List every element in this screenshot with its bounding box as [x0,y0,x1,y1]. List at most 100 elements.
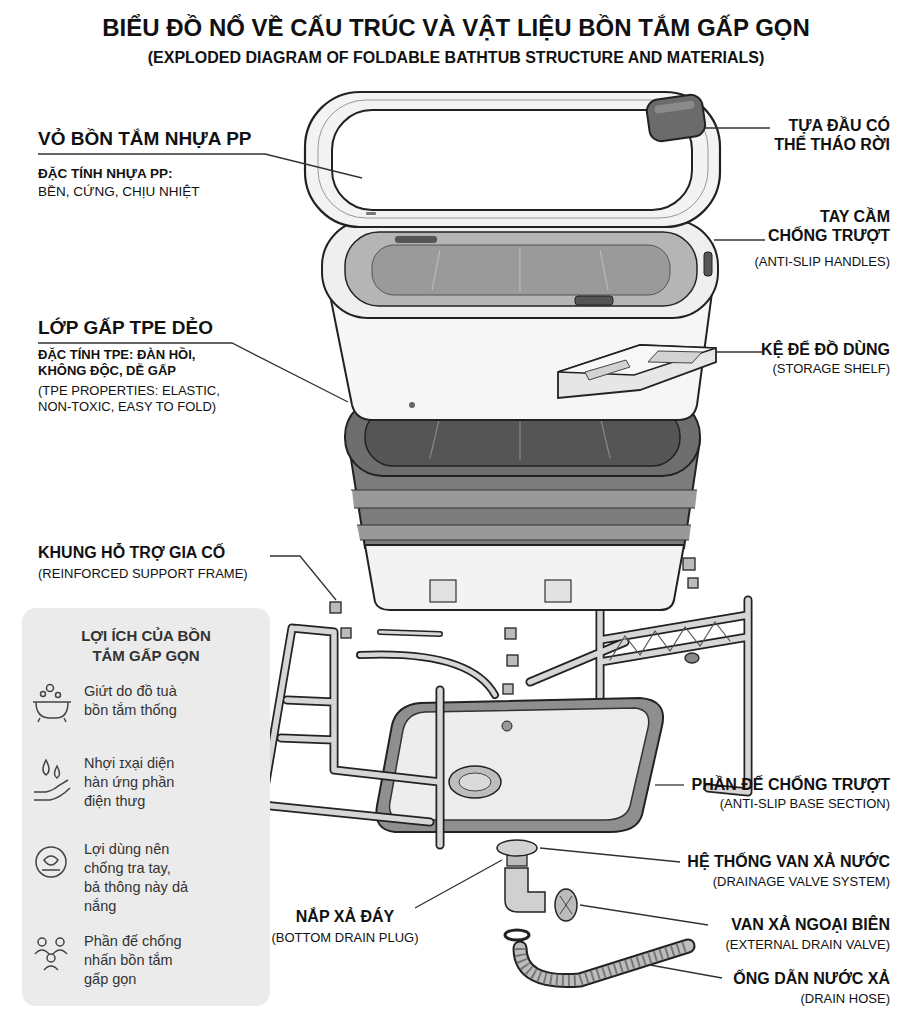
connector-cube [341,628,351,638]
part-label: HỆ THỐNG VAN XẢ NƯỚC [640,852,890,871]
leader-lines [38,128,770,978]
valve-elbow [505,868,545,912]
base-hole [502,721,512,731]
material-note: BỀN, CỨNG, CHỊU NHIỆT [38,184,278,200]
headrest-highlight [654,100,695,113]
part-label: TỰA ĐẦU CÓ THỂ THÁO RỜI [765,116,890,154]
curved-rod [360,655,495,696]
valve-grille [560,896,572,914]
leader-line [717,351,762,352]
part-heading: LỚP GẤP TPE DẺO [38,317,338,340]
part-label-en: (EXTERNAL DRAIN VALVE) [640,937,890,953]
drain-hole [449,766,501,798]
leader-line [650,965,722,978]
connector-cube [683,558,695,570]
benefit-item: Lợi dùng nên chống tra tay, bả thông này… [84,840,190,917]
part-label: ỐNG DẪN NƯỚC XẢ [640,969,890,988]
pp-tub-shell [322,220,718,420]
shelf-compartment [648,351,702,363]
base-tray [376,698,663,832]
rim-outer [305,92,720,227]
rim-opening [332,110,692,210]
part-label-en: (STORAGE SHELF) [640,361,890,377]
drain-hose-outline [520,946,688,981]
hose-ribs [520,946,688,981]
part-label: TAY CẦM CHỐNG TRƯỢT [762,207,890,245]
leader-line [655,784,684,785]
anti-slip-base [376,698,663,832]
care-icon [36,847,66,877]
external-valve [555,889,577,921]
drainage-parts [497,840,688,981]
connector-cap [685,653,699,663]
icon-stroke [42,856,60,870]
benefit-item: Nhợi ɪxại diện hàn ứng phần điện thưg [84,754,190,811]
support-frame-left [262,628,440,845]
handle [575,296,613,305]
frame-truss [610,622,730,660]
benefit-item: Giứt do đồ tuà bồn tắm thống [84,682,190,720]
fold-band [357,525,691,540]
tub-rim [322,220,718,318]
connector-cube [330,602,341,613]
icon-stroke [56,938,64,946]
icon-stroke [34,780,70,800]
rim-mark [366,212,376,215]
shelf-top [558,345,716,375]
connector-cube [503,684,513,694]
storage-shelf [558,345,716,398]
headrest [645,93,706,142]
shelf-body [558,345,716,398]
people-icon [35,938,67,970]
icon-stroke [38,938,46,946]
icon-stroke [36,847,66,877]
icon-stroke [47,954,55,962]
tpe-fold-layer [345,398,700,610]
tub-floor [372,245,670,295]
part-heading: VỎ BỒN TẮM NHỰA PP [38,128,338,151]
frame-bar [262,628,440,845]
shelf-compartment [585,360,630,380]
leader-line [705,127,770,128]
bathtub-icon [33,685,71,723]
connector-cube [505,628,516,639]
part-label: VAN XẢ NGOẠI BIÊN [640,915,890,934]
curved-rod [360,655,495,696]
handle [395,236,437,243]
leader-line [580,905,708,925]
part-label: PHẦN ĐẾ CHỐNG TRƯỢT [640,775,890,794]
base-floor [390,708,649,820]
tub-interior [345,232,697,306]
part-label-en: (BOTTOM DRAIN PLUG) [250,930,440,946]
part-label: KỆ ĐỂ ĐỒ DÙNG [640,340,890,359]
floor-rib [432,248,608,292]
connector-cube [507,655,518,666]
diagram-title: BIỂU ĐỒ NỔ VỀ CẤU TRÚC VÀ VẬT LIỆU BỒN T… [0,14,912,43]
material-note: ĐẶC TÍNH TPE: ĐÀN HỒI, KHÔNG ĐỘC, DỄ GẤP [38,347,233,378]
part-label-en: (REINFORCED SUPPORT FRAME) [38,566,338,582]
part-label-en: (DRAINAGE VALVE SYSTEM) [640,874,890,890]
drain-hole-inner [459,773,491,791]
washer [505,930,529,940]
leader-line [714,239,765,240]
tub-hole [409,402,415,408]
fold-bottom [365,545,684,610]
material-note: ĐẶC TÍNH NHỰA PP: [38,166,278,182]
part-label-en: (ANTI-SLIP HANDLES) [640,254,890,270]
part-label-en: (ANTI-SLIP BASE SECTION) [640,796,890,812]
fold-band [352,490,697,508]
straight-rod [380,632,440,634]
bottom-notch [430,580,456,602]
part-label: KHUNG HỖ TRỢ GIA CỐ [38,543,338,562]
icon-stroke [47,685,54,692]
leader-line [415,860,502,908]
icon-stroke [56,693,61,698]
icon-stroke [35,950,67,970]
frame-outline [262,628,440,845]
subtitle: (EXPLODED DIAGRAM OF FOLDABLE BATHTUB ST… [0,48,912,67]
plug-cap [497,840,537,856]
